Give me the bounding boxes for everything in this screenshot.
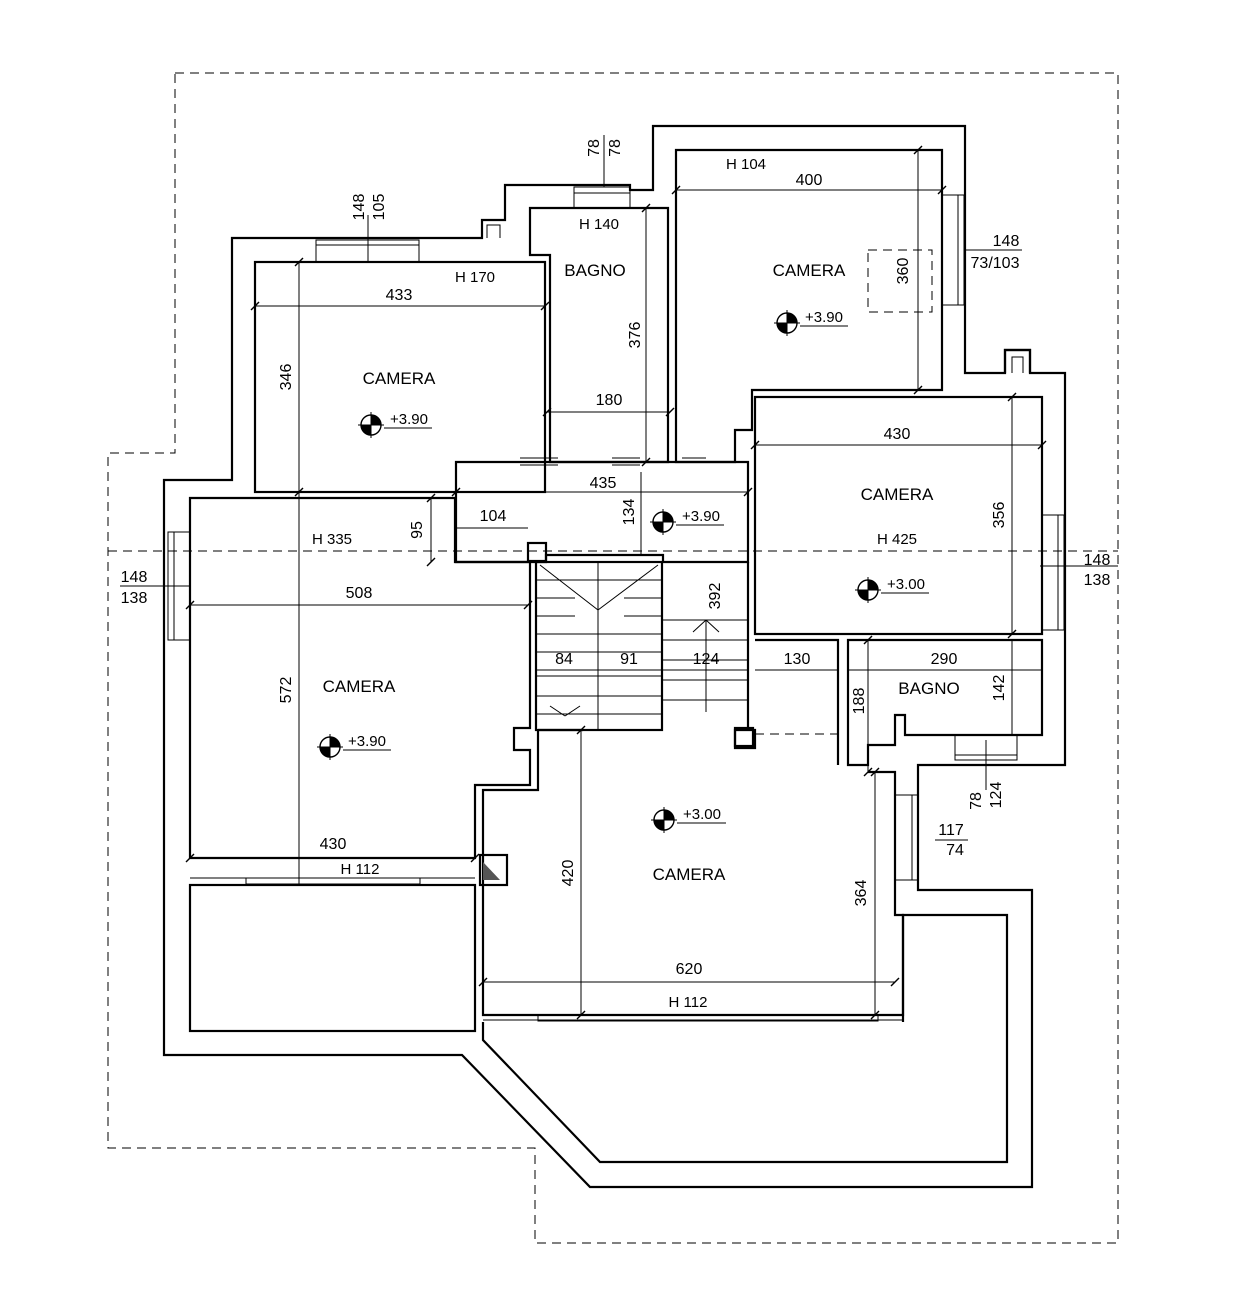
chimney-inner — [1011, 356, 1024, 373]
balcony-inner — [481, 913, 1009, 1164]
chimney — [1003, 348, 1032, 373]
height-label-h112-s: H 112 — [669, 994, 708, 1011]
dim-148-top: 148 — [351, 194, 368, 221]
dim-74: 74 — [946, 842, 964, 859]
balcony-w — [188, 883, 477, 1033]
dim-420: 420 — [560, 860, 577, 887]
room-bagno-e — [846, 638, 1044, 767]
dim-148-e: 148 — [1084, 552, 1111, 569]
pier-2 — [733, 726, 755, 748]
height-label-h425: H 425 — [877, 531, 917, 548]
dim-148-ne: 148 — [993, 233, 1020, 250]
dim-73-103: 73/103 — [971, 255, 1020, 272]
room-label-camera-nw: CAMERA — [363, 369, 436, 388]
level-marker-corridor — [650, 509, 724, 535]
dim-95: 95 — [409, 521, 426, 539]
height-label-h335: H 335 — [312, 531, 352, 548]
windows — [167, 186, 1065, 1022]
dim-376: 376 — [627, 322, 644, 349]
room-label-camera-e: CAMERA — [861, 485, 934, 504]
dim-148-w: 148 — [121, 569, 148, 586]
level-label-nw: +3.90 — [390, 411, 428, 428]
dim-91: 91 — [620, 651, 638, 668]
level-marker-s — [651, 807, 726, 833]
stair — [534, 560, 664, 732]
room-camera-s-wall — [755, 638, 840, 765]
level-label-s: +3.00 — [683, 806, 721, 823]
dim-392: 392 — [707, 583, 724, 610]
dim-356: 356 — [991, 502, 1008, 529]
dim-130: 130 — [784, 651, 811, 668]
height-label-h140: H 140 — [579, 216, 619, 233]
shaft — [478, 853, 509, 887]
dim-104: 104 — [480, 508, 507, 525]
level-label-e: +3.00 — [887, 576, 925, 593]
room-camera-ne — [674, 148, 944, 464]
room-label-camera-ne: CAMERA — [773, 261, 846, 280]
dim-400: 400 — [796, 172, 823, 189]
dim-364: 364 — [853, 880, 870, 907]
dim-572: 572 — [278, 677, 295, 704]
dim-138-e: 138 — [1084, 572, 1111, 589]
dimension-ticks — [185, 145, 1047, 1020]
dim-433: 433 — [386, 287, 413, 304]
height-label-h104: H 104 — [726, 156, 766, 173]
dim-124-se: 124 — [988, 782, 1005, 809]
dim-134: 134 — [621, 499, 638, 526]
stair-treads — [536, 562, 662, 730]
level-label-w: +3.90 — [348, 733, 386, 750]
outer-wall — [162, 124, 1067, 1189]
height-label-h112-w: H 112 — [341, 861, 380, 878]
room-bagno-n — [528, 206, 670, 464]
dim-78-se: 78 — [968, 792, 985, 810]
level-label-ne: +3.90 — [805, 309, 843, 326]
dim-430-e: 430 — [884, 426, 911, 443]
room-label-bagno-e: BAGNO — [898, 679, 959, 698]
dim-124: 124 — [693, 651, 720, 668]
dim-430-w: 430 — [320, 836, 347, 853]
small-niche-nw — [486, 224, 501, 238]
dim-142: 142 — [991, 675, 1008, 702]
height-label-h170: H 170 — [455, 269, 495, 286]
landing — [733, 562, 757, 750]
dim-435: 435 — [590, 475, 617, 492]
landing-lines — [662, 619, 748, 701]
dim-188: 188 — [851, 688, 868, 715]
level-marker-nw — [358, 412, 432, 438]
level-marker-e — [855, 577, 929, 603]
level-marker-w — [317, 734, 391, 760]
roof-outline — [107, 72, 1119, 1244]
dimension-lines — [120, 135, 1118, 1015]
dim-508: 508 — [346, 585, 373, 602]
dim-290: 290 — [931, 651, 958, 668]
dim-180: 180 — [596, 392, 623, 409]
dim-105: 105 — [371, 194, 388, 221]
dim-620: 620 — [676, 961, 703, 978]
dashed-wardrobe — [867, 249, 933, 313]
dim-78a: 78 — [586, 139, 603, 157]
pier-1 — [526, 541, 548, 563]
dim-78b: 78 — [607, 139, 624, 157]
level-label-corridor: +3.90 — [682, 508, 720, 525]
room-label-camera-s: CAMERA — [653, 865, 726, 884]
dim-84: 84 — [555, 651, 573, 668]
room-label-bagno-n: BAGNO — [564, 261, 625, 280]
level-marker-ne — [774, 310, 848, 336]
dim-138-w: 138 — [121, 590, 148, 607]
room-label-camera-w: CAMERA — [323, 677, 396, 696]
shaft-fill — [483, 862, 500, 880]
dim-346: 346 — [278, 364, 295, 391]
dim-360: 360 — [895, 258, 912, 285]
dim-117: 117 — [938, 822, 964, 839]
